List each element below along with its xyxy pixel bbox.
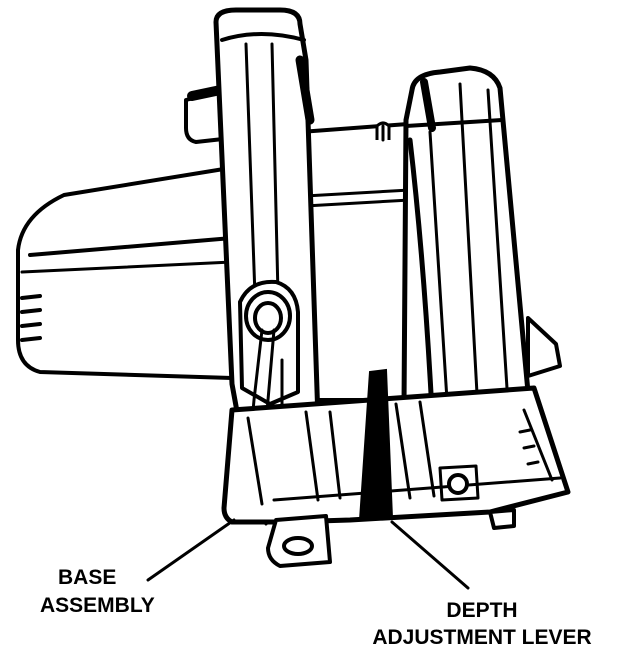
side-bracket: [526, 316, 562, 378]
motor-housing: [16, 166, 234, 380]
base-front-tab: [266, 514, 332, 568]
depth-lever-leader-line: [390, 520, 470, 590]
depth-adjustment-label-line2: ADJUSTMENT LEVER: [372, 626, 591, 649]
power-cord: [238, 279, 300, 526]
depth-adjustment-lever[interactable]: [358, 368, 394, 522]
depth-adjustment-label-line1: DEPTH: [446, 599, 517, 622]
base-plate: [221, 385, 571, 525]
base-assembly-label-line1: BASE: [58, 566, 116, 589]
base-assembly-leader-line: [146, 518, 236, 582]
blade-guard: [401, 65, 531, 423]
motor-vents: [20, 294, 42, 342]
base-nub: [488, 508, 516, 530]
base-assembly-label-line2: ASSEMBLY: [40, 594, 155, 617]
